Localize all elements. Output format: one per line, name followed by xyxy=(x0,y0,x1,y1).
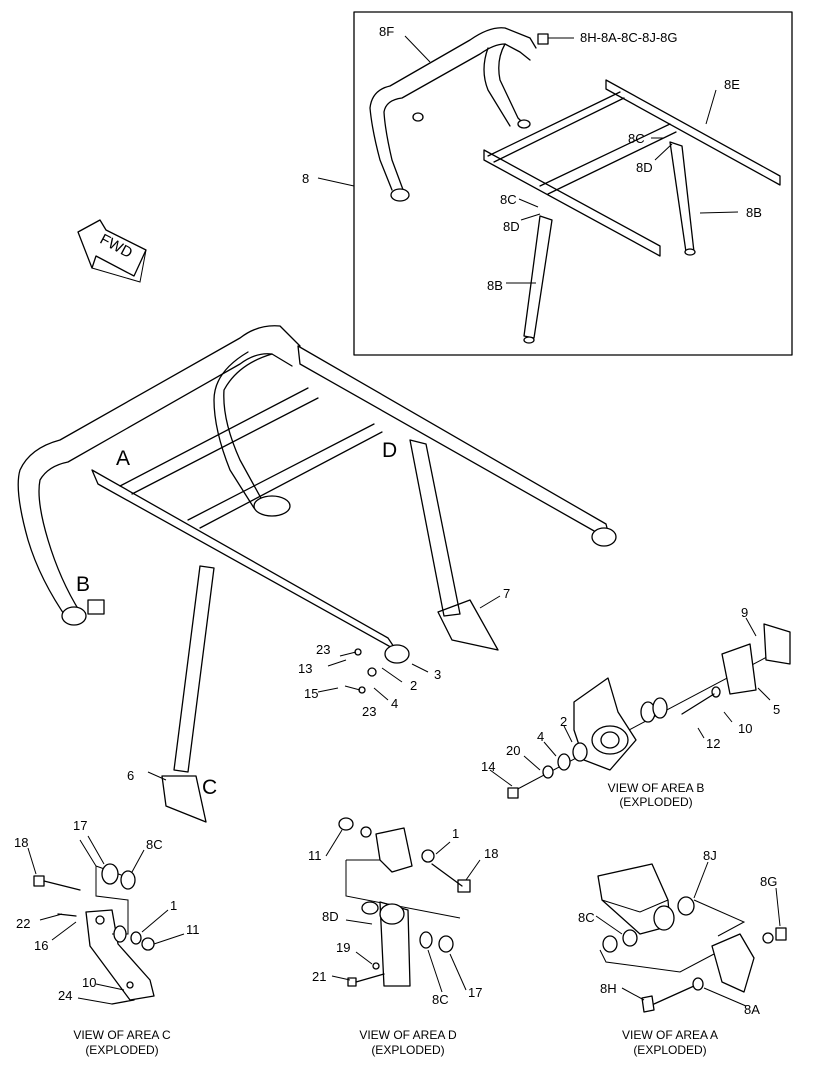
callout-1-d: 1 xyxy=(452,826,459,841)
callout-11-d: 11 xyxy=(308,848,322,863)
callout-9-b: 9 xyxy=(741,605,748,620)
callout-17-c: 17 xyxy=(73,818,87,833)
area-b-exploded: 9 5 10 12 2 4 20 14 VIEW OF AREA B (EXPL… xyxy=(481,605,791,809)
callout-11-c: 11 xyxy=(186,922,200,937)
callout-8c-inset-b: 8C xyxy=(500,192,517,207)
caption-area-a: VIEW OF AREA A xyxy=(622,1028,718,1042)
callout-2-main: 2 xyxy=(410,678,417,693)
callout-8d-inset-a: 8D xyxy=(636,160,653,175)
callout-8h-group: 8H-8A-8C-8J-8G xyxy=(580,30,678,45)
caption-area-a-exploded: (EXPLODED) xyxy=(633,1043,706,1057)
callout-8e: 8E xyxy=(724,77,740,92)
callout-24-c: 24 xyxy=(58,988,72,1003)
callout-8b-inset-b: 8B xyxy=(487,278,503,293)
callout-20-b: 20 xyxy=(506,743,520,758)
area-d-exploded: 11 1 18 8D 19 21 8C 17 VIEW OF AREA D (E… xyxy=(308,817,498,1057)
callout-8f: 8F xyxy=(379,24,394,39)
callout-8g-a: 8G xyxy=(760,874,777,889)
caption-area-c-exploded: (EXPLODED) xyxy=(85,1043,158,1057)
callout-8c-c: 8C xyxy=(146,837,163,852)
callout-8d-inset-b: 8D xyxy=(503,219,520,234)
callout-23-main-a: 23 xyxy=(316,642,330,657)
callout-5-b: 5 xyxy=(773,702,780,717)
area-c-exploded: 18 17 8C 1 22 16 11 10 24 VIEW OF AREA C… xyxy=(14,818,200,1057)
callout-4-main: 4 xyxy=(391,696,398,711)
callout-18-d: 18 xyxy=(484,846,498,861)
callout-18-c: 18 xyxy=(14,835,28,850)
forward-arrow-icon: FWD xyxy=(77,219,147,283)
area-label-d: D xyxy=(382,439,397,462)
callout-19-d: 19 xyxy=(336,940,350,955)
inset-panel: 8 8F 8H-8A-8C-8J-8G 8E 8C 8D 8C 8D 8B 8B xyxy=(302,11,793,356)
callout-10-c: 10 xyxy=(82,975,96,990)
caption-area-d-exploded: (EXPLODED) xyxy=(371,1043,444,1057)
caption-area-b-exploded: (EXPLODED) xyxy=(619,795,692,809)
callout-13-main: 13 xyxy=(298,661,312,676)
callout-23-main-b: 23 xyxy=(362,704,376,719)
callout-1-c: 1 xyxy=(170,898,177,913)
area-label-c: C xyxy=(202,776,217,799)
callout-8b-inset-a: 8B xyxy=(746,205,762,220)
callout-8j-a: 8J xyxy=(703,848,717,863)
callout-21-d: 21 xyxy=(312,969,326,984)
callout-8d-d: 8D xyxy=(322,909,339,924)
callout-8c-d: 8C xyxy=(432,992,449,1007)
callout-8: 8 xyxy=(302,171,309,186)
callout-4-b: 4 xyxy=(537,729,544,744)
caption-area-c: VIEW OF AREA C xyxy=(73,1028,171,1042)
callout-8c-a: 8C xyxy=(578,910,595,925)
callout-17-d: 17 xyxy=(468,985,482,1000)
callout-8h-a: 8H xyxy=(600,981,617,996)
callout-14-b: 14 xyxy=(481,759,495,774)
callout-7-main: 7 xyxy=(503,586,510,601)
area-label-a: A xyxy=(116,447,130,470)
callout-12-b: 12 xyxy=(706,736,720,751)
callout-3-main: 3 xyxy=(434,667,441,682)
callout-6-main: 6 xyxy=(127,768,134,783)
main-assembly: A B C D 23 13 15 23 2 4 3 6 7 xyxy=(17,325,617,823)
callout-22-c: 22 xyxy=(16,916,30,931)
area-label-b: B xyxy=(76,573,90,596)
callout-2-b: 2 xyxy=(560,714,567,729)
callout-8c-inset-a: 8C xyxy=(628,131,645,146)
caption-area-b: VIEW OF AREA B xyxy=(608,781,705,795)
callout-10-b: 10 xyxy=(738,721,752,736)
callout-16-c: 16 xyxy=(34,938,48,953)
callout-8a-a: 8A xyxy=(744,1002,760,1017)
callout-15-main: 15 xyxy=(304,686,318,701)
caption-area-d: VIEW OF AREA D xyxy=(359,1028,457,1042)
area-a-exploded: 8J 8G 8C 8H 8A VIEW OF AREA A (EXPLODED) xyxy=(578,848,787,1057)
